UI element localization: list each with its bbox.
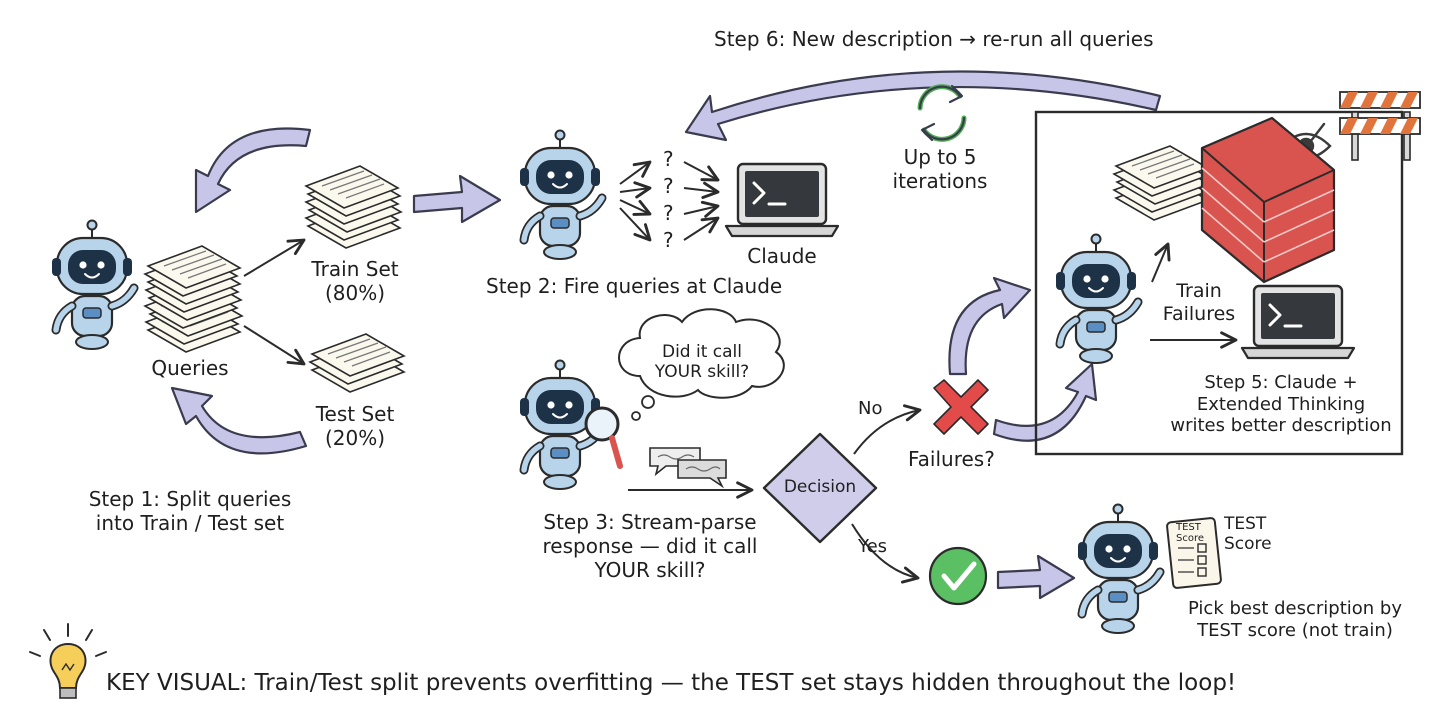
test-score-line-2: Score xyxy=(1224,534,1272,555)
pick-best-line-2: TEST score (not train) xyxy=(1197,619,1393,641)
train-failures-line-1: Train xyxy=(1176,280,1222,302)
laptop-terminal-icon xyxy=(1240,284,1356,360)
test-score-line-1: TEST xyxy=(1224,514,1267,534)
robot-icon xyxy=(520,131,602,260)
brick-wall-icon xyxy=(1200,116,1336,284)
paper-stack-icon xyxy=(309,333,405,393)
arrow-to-train xyxy=(243,238,306,277)
no-label: No xyxy=(858,398,883,419)
loop-arrow-down xyxy=(170,386,308,455)
thought-line-2: YOUR skill? xyxy=(654,362,750,383)
barrier-icon xyxy=(1339,91,1421,161)
arrow-no xyxy=(853,404,922,455)
loop-arrow-up xyxy=(194,127,312,214)
lightbulb-icon xyxy=(29,623,107,699)
step5-line-3: writes better description xyxy=(1170,415,1392,437)
hidden-test-box xyxy=(1034,110,1404,456)
train-set-line-2: (80%) xyxy=(324,281,386,305)
claude-label: Claude xyxy=(747,244,817,268)
magnifier-icon xyxy=(584,406,623,469)
pick-best-label: Pick best description by TEST score (not… xyxy=(1160,598,1430,641)
question-mark: ? xyxy=(663,201,674,225)
step6-label: Step 6: New description → re-run all que… xyxy=(714,27,1154,51)
clipboard-text-line-2: Score xyxy=(1176,533,1205,544)
test-score-label: TEST Score xyxy=(1224,514,1272,555)
step3-line-2: response — did it call xyxy=(542,534,758,558)
decision-label: Decision xyxy=(783,477,857,497)
paper-stack-icon xyxy=(305,165,402,249)
loop-arrow-step6 xyxy=(684,70,1162,142)
question-mark: ? xyxy=(663,147,674,171)
arrow-to-wall xyxy=(1151,242,1171,283)
thought-cloud xyxy=(618,308,785,421)
yes-label: Yes xyxy=(858,536,888,557)
arrow-to-final-robot xyxy=(996,554,1076,600)
step3-line-3: YOUR skill? xyxy=(594,558,706,582)
key-visual-caption: KEY VISUAL: Train/Test split prevents ov… xyxy=(106,670,1237,696)
test-set-line-2: (20%) xyxy=(324,426,386,450)
step1-label: Step 1: Split queries into Train / Test … xyxy=(60,487,320,535)
paper-stack-icon xyxy=(1113,145,1210,221)
step3-label: Step 3: Stream-parse response — did it c… xyxy=(500,510,800,582)
arrow-yes xyxy=(851,523,920,584)
clipboard-text-line-1: TEST xyxy=(1176,522,1201,533)
step2-label: Step 2: Fire queries at Claude xyxy=(486,274,783,298)
step5-line-2: Extended Thinking xyxy=(1196,393,1366,415)
clipboard-text: TEST Score xyxy=(1176,522,1204,544)
iterations-label: Up to 5 iterations xyxy=(880,145,1000,193)
robot-icon xyxy=(1056,235,1138,364)
step5-label: Step 5: Claude + Extended Thinking write… xyxy=(1156,372,1406,437)
thought-line-1: Did it call xyxy=(661,342,742,362)
thought-text: Did it call YOUR skill? xyxy=(632,342,772,383)
question-mark: ? xyxy=(663,174,674,198)
train-failures-line-2: Failures xyxy=(1162,302,1236,325)
paper-stack-icon xyxy=(144,245,243,353)
arrow-fail-up xyxy=(948,276,1032,376)
test-set-label: Test Set (20%) xyxy=(290,402,420,450)
decision-diamond xyxy=(762,432,878,544)
queries-label: Queries xyxy=(151,356,229,380)
arrow-train-to-step2 xyxy=(412,174,502,224)
robot-icon xyxy=(52,221,134,350)
iterations-line-2: iterations xyxy=(892,169,988,193)
train-set-label: Train Set (80%) xyxy=(290,257,420,305)
pick-best-line-1: Pick best description by xyxy=(1187,598,1403,619)
x-mark-icon xyxy=(933,379,989,435)
step5-line-1: Step 5: Claude + xyxy=(1204,372,1358,393)
robot-icon xyxy=(1078,505,1160,634)
step1-line-2: into Train / Test set xyxy=(95,511,285,535)
arrow-fail-right xyxy=(992,362,1098,442)
train-failures-label: Train Failures xyxy=(1144,280,1254,326)
query-fan-arrows xyxy=(619,160,720,242)
arrow-to-test xyxy=(243,325,306,366)
clipboard-icon xyxy=(1166,517,1222,589)
check-icon xyxy=(928,546,988,606)
question-mark: ? xyxy=(663,228,674,252)
chat-bubbles-icon xyxy=(649,447,727,489)
laptop-terminal-icon xyxy=(724,162,840,238)
iterations-line-1: Up to 5 xyxy=(903,145,977,169)
step3-line-1: Step 3: Stream-parse xyxy=(543,510,757,534)
train-set-line-1: Train Set xyxy=(311,257,399,281)
test-set-line-1: Test Set xyxy=(315,402,395,426)
step1-line-1: Step 1: Split queries xyxy=(88,487,292,511)
refresh-icon xyxy=(917,84,967,142)
failures-label: Failures? xyxy=(908,447,995,471)
